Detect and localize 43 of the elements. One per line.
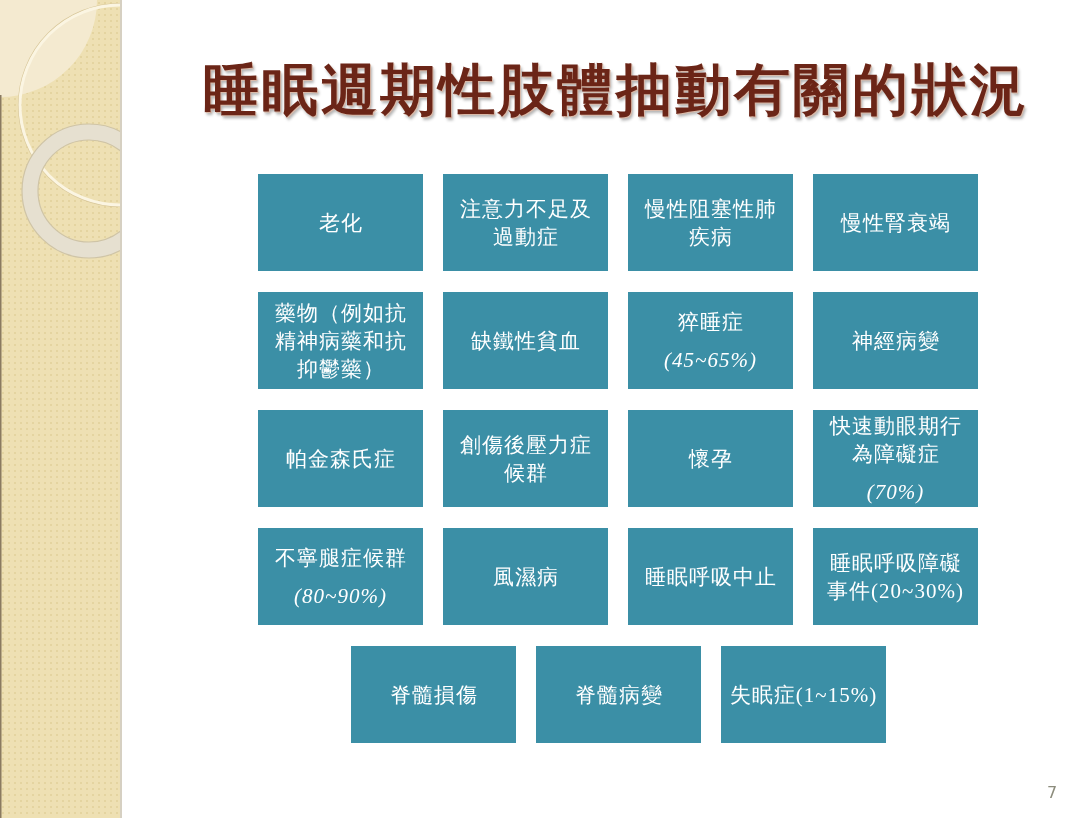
condition-box xyxy=(258,410,423,507)
condition-box xyxy=(721,646,886,743)
condition-box xyxy=(813,410,978,507)
condition-box xyxy=(443,410,608,507)
condition-label: 創傷後壓力症候群 xyxy=(458,431,593,487)
condition-label: 風濕病 xyxy=(492,563,559,591)
condition-label: 神經病變 xyxy=(851,327,940,355)
prevalence-label: (45~65%) xyxy=(664,346,757,374)
condition-box xyxy=(443,292,608,389)
condition-box xyxy=(443,174,608,271)
condition-box xyxy=(628,528,793,625)
condition-label: 老化 xyxy=(318,209,363,237)
condition-box xyxy=(351,646,516,743)
prevalence-label: (80~90%) xyxy=(294,582,387,610)
condition-box xyxy=(628,292,793,389)
prevalence-label: (70%) xyxy=(866,478,925,506)
condition-label: 藥物（例如抗精神病藥和抗抑鬱藥） xyxy=(273,299,408,383)
slide-title: 睡眠週期性肢體抽動有關的狀況 xyxy=(203,56,1029,124)
condition-box xyxy=(813,528,978,625)
condition-box xyxy=(443,528,608,625)
condition-label: 缺鐵性貧血 xyxy=(470,327,581,355)
condition-box xyxy=(258,174,423,271)
condition-box xyxy=(536,646,701,743)
condition-label: 帕金森氏症 xyxy=(285,445,396,473)
condition-label: 睡眠呼吸中止 xyxy=(644,563,777,591)
condition-box xyxy=(813,292,978,389)
condition-label: 不寧腿症候群 xyxy=(274,544,407,572)
page-number: 7 xyxy=(1047,783,1058,803)
condition-label: 脊髓病變 xyxy=(574,681,663,709)
condition-box xyxy=(813,174,978,271)
condition-label: 慢性腎衰竭 xyxy=(840,209,951,237)
condition-label: 注意力不足及過動症 xyxy=(458,195,593,251)
condition-box xyxy=(258,292,423,389)
condition-label: 快速動眼期行為障礙症 xyxy=(828,412,963,468)
condition-label: 懷孕 xyxy=(688,445,733,473)
condition-label: 睡眠呼吸障礙事件(20~30%) xyxy=(826,549,965,605)
condition-box xyxy=(258,528,423,625)
condition-label: 猝睡症 xyxy=(677,308,744,336)
condition-box xyxy=(628,410,793,507)
condition-label: 慢性阻塞性肺疾病 xyxy=(643,195,778,251)
condition-box xyxy=(628,174,793,271)
condition-label: 失眠症(1~15%) xyxy=(729,681,878,709)
condition-label: 脊髓損傷 xyxy=(389,681,478,709)
